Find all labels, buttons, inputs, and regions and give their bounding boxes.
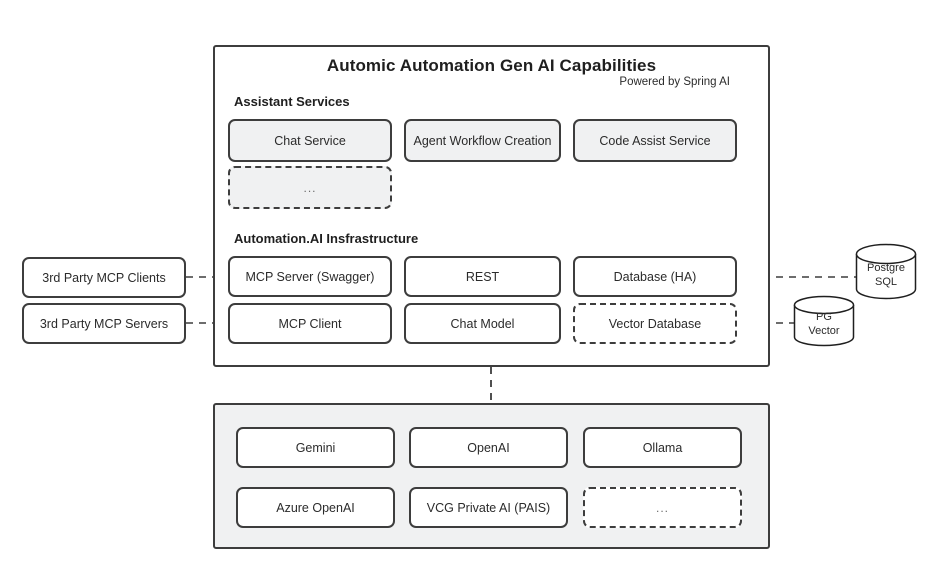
infrastructure-database-ha[interactable]: Database (HA) [573, 256, 737, 297]
model-provider-ollama[interactable]: Ollama [583, 427, 742, 468]
datastore-pgvector[interactable]: PG Vector [793, 295, 855, 347]
page-title: Automic Automation Gen AI Capabilities [326, 56, 657, 75]
model-provider-openai[interactable]: OpenAI [409, 427, 568, 468]
assistant-service-code-assist-service[interactable]: Code Assist Service [573, 119, 737, 162]
external-3rd-party-mcp-clients[interactable]: 3rd Party MCP Clients [22, 257, 186, 298]
powered-by-label: Powered by Spring AI [619, 76, 730, 88]
infrastructure-label: Automation.AI Insfrastructure [234, 231, 419, 246]
infrastructure-chat-model[interactable]: Chat Model [404, 303, 561, 344]
assistant-service-chat-service[interactable]: Chat Service [228, 119, 392, 162]
external-3rd-party-mcp-servers[interactable]: 3rd Party MCP Servers [22, 303, 186, 344]
infrastructure-rest[interactable]: REST [404, 256, 561, 297]
infrastructure-vector-database[interactable]: Vector Database [573, 303, 737, 344]
cylinder-shape-pgvector [793, 295, 855, 347]
model-provider-more-placeholder[interactable]: ... [583, 487, 742, 528]
assistant-services-label: Assistant Services [234, 94, 350, 109]
model-provider-azure-openai[interactable]: Azure OpenAI [236, 487, 395, 528]
model-provider-vcg-private-ai[interactable]: VCG Private AI (PAIS) [409, 487, 568, 528]
model-provider-gemini[interactable]: Gemini [236, 427, 395, 468]
datastore-postgresql[interactable]: Postgre SQL [855, 243, 917, 300]
infrastructure-mcp-client[interactable]: MCP Client [228, 303, 392, 344]
assistant-service-agent-workflow-creation[interactable]: Agent Workflow Creation [404, 119, 561, 162]
infrastructure-mcp-server[interactable]: MCP Server (Swagger) [228, 256, 392, 297]
assistant-service-more-placeholder[interactable]: ... [228, 166, 392, 209]
cylinder-shape-postgresql [855, 243, 917, 300]
